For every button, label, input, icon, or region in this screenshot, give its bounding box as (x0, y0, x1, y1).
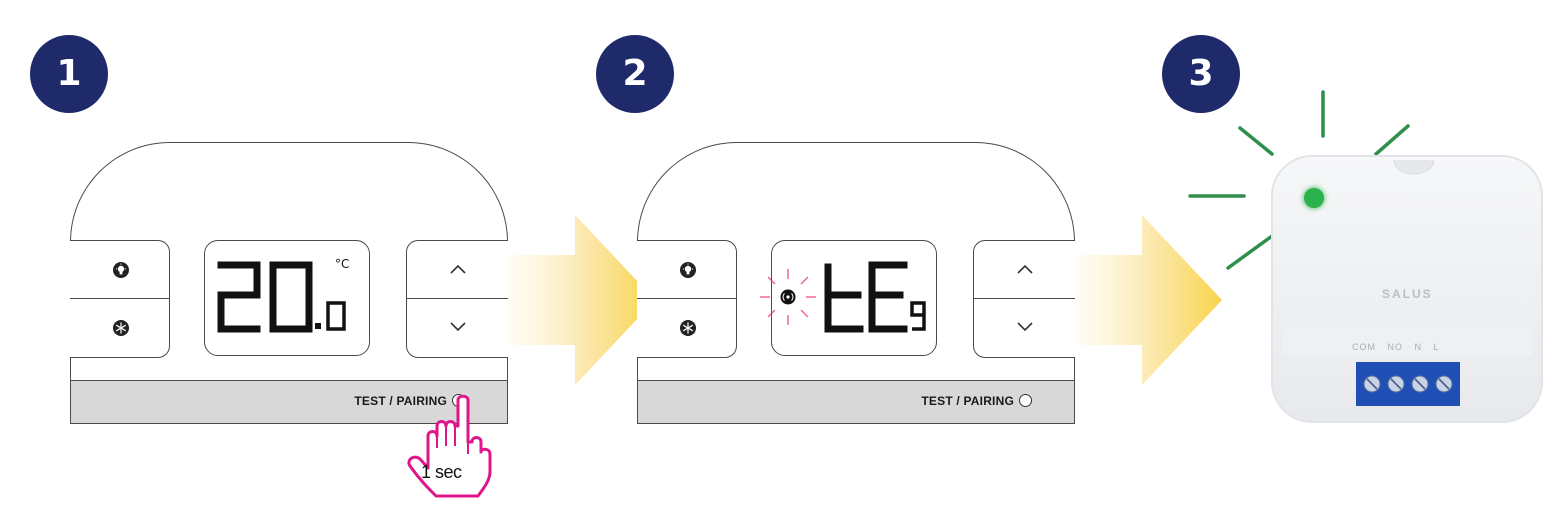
mode-buttons (70, 240, 170, 358)
thermostat-step-1: °C TEST / PAIRING (70, 142, 510, 424)
hand-pointer-icon (407, 394, 492, 498)
relay-brand-logo: SALUS (1382, 287, 1433, 301)
chevron-down-icon[interactable] (1016, 321, 1034, 333)
pairing-button[interactable] (1019, 394, 1032, 407)
terminal-block (1356, 362, 1460, 406)
thermostat-step-2: TEST / PAIRING (637, 142, 1077, 424)
lcd-display (760, 240, 937, 356)
terminal-labels: COM NO N L (1352, 342, 1440, 352)
pairing-label: TEST / PAIRING (921, 394, 1014, 408)
arrow-right-icon (505, 215, 655, 385)
step-2-badge: 2 (596, 35, 674, 113)
snowflake-icon[interactable] (112, 319, 130, 337)
thermostat-base: TEST / PAIRING (70, 380, 508, 424)
status-led (1304, 188, 1324, 208)
chevron-down-icon[interactable] (449, 321, 467, 333)
step-3-badge: 3 (1162, 35, 1240, 113)
mode-buttons (637, 240, 737, 358)
temperature-unit: °C (335, 257, 350, 271)
adjust-buttons (973, 240, 1075, 358)
temperature-digits (217, 261, 346, 333)
press-duration-label: 1 sec (421, 462, 462, 482)
chevron-up-icon[interactable] (449, 263, 467, 275)
adjust-buttons (406, 240, 508, 358)
wireless-signal-icon (760, 269, 816, 325)
thermostat-base: TEST / PAIRING (637, 380, 1075, 424)
light-bulb-icon[interactable] (679, 261, 697, 279)
snowflake-icon[interactable] (679, 319, 697, 337)
step-1-badge: 1 (30, 35, 108, 113)
arrow-right-icon (1072, 215, 1222, 385)
pairing-code-digits (824, 261, 926, 333)
pairing-label: TEST / PAIRING (354, 394, 447, 408)
lcd-display: °C (204, 240, 370, 356)
chevron-up-icon[interactable] (1016, 263, 1034, 275)
light-bulb-icon[interactable] (112, 261, 130, 279)
relay-receiver: SALUS COM NO N L (1268, 150, 1548, 430)
